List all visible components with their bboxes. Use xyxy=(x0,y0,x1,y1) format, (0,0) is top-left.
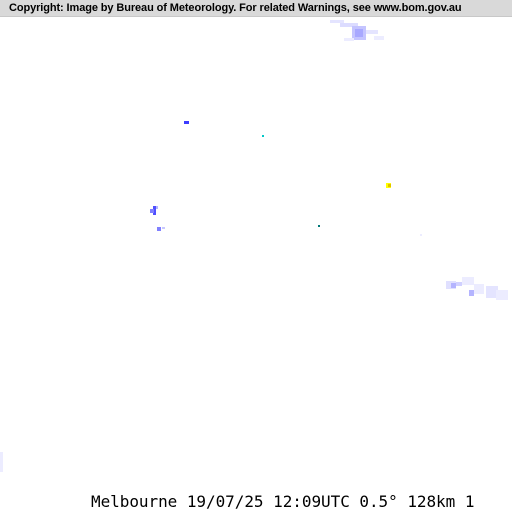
copyright-text: Copyright: Image by Bureau of Meteorolog… xyxy=(9,2,462,14)
echo-small-2 xyxy=(262,135,264,137)
echo-small-4 xyxy=(318,225,320,227)
echo-cluster-right xyxy=(446,277,508,300)
echo-small-3b xyxy=(388,184,391,187)
caption-range: 128km xyxy=(407,492,456,511)
echo-cluster-top-right xyxy=(330,20,384,41)
echo-faint-edge xyxy=(0,452,3,472)
caption-index: 1 xyxy=(464,492,475,511)
caption-elevation: 0.5° xyxy=(359,492,398,511)
caption-time: 12:09UTC xyxy=(273,492,350,511)
echo-small-1 xyxy=(184,121,189,124)
caption-date: 19/07/25 xyxy=(186,492,264,511)
echo-cluster-left xyxy=(150,206,165,231)
echo-faint-1 xyxy=(420,234,422,236)
caption-location: Melbourne xyxy=(91,492,178,511)
copyright-banner: Copyright: Image by Bureau of Meteorolog… xyxy=(0,0,512,17)
radar-caption: Melbourne 19/07/25 12:09UTC 0.5° 128km 1 xyxy=(91,492,474,512)
